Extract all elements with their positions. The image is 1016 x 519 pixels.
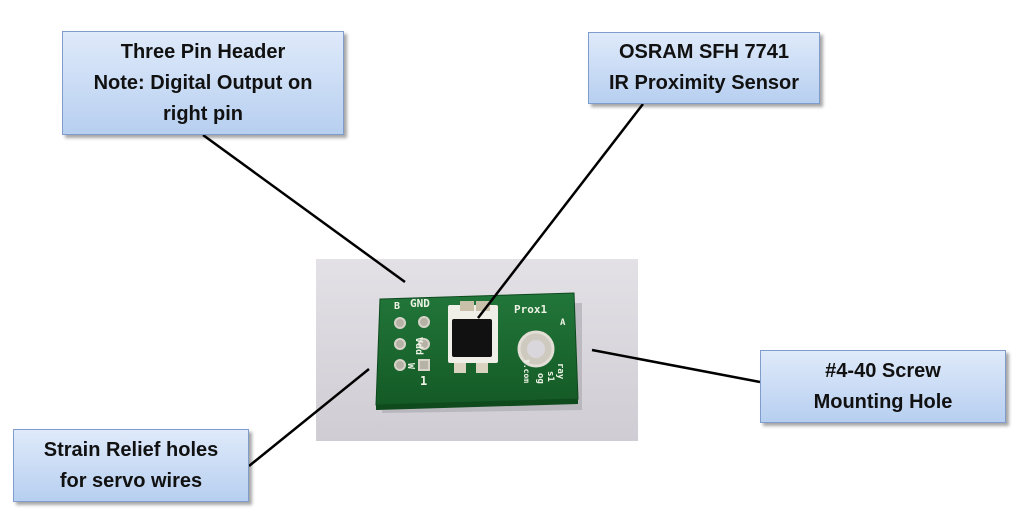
mounting-hole — [517, 330, 555, 368]
silk-og: og — [535, 373, 545, 384]
callout-strain-line-2: for servo wires — [59, 469, 203, 492]
pin-header-holes — [394, 316, 430, 371]
callout-sensor-line-1: OSRAM SFH 7741 — [618, 41, 790, 63]
callout-ir-proximity-sensor: OSRAM SFH 7741 IR Proximity Sensor — [588, 32, 820, 104]
silk-tcom: t.com — [522, 359, 531, 383]
callout-strain-relief-holes: Strain Relief holes for servo wires — [13, 429, 249, 502]
silk-w: W — [405, 363, 416, 370]
callout-screw-line-2: Mounting Hole — [813, 390, 953, 413]
callout-screw-line-1: #4-40 Screw — [825, 359, 941, 382]
callout-strain-line-1: Strain Relief holes — [43, 438, 219, 461]
callout-three-pin-header: Three Pin Header Note: Digital Output on… — [62, 31, 344, 135]
silk-vdd: Vdd — [413, 337, 424, 355]
silk-s1: s1 — [545, 371, 555, 382]
proximity-sensor-chip — [448, 301, 498, 373]
callout-header-line-2: Note: Digital Output on — [93, 71, 313, 94]
silk-gnd: GND — [410, 297, 430, 310]
silk-prox: Prox1 — [514, 303, 547, 316]
silk-a: A — [560, 318, 566, 328]
silk-b: B — [394, 301, 400, 312]
sensor-board-photo: B GND Vdd W 1 Prox1 A ray s1 og t.com — [316, 259, 638, 441]
callout-header-line-3: right pin — [163, 102, 243, 125]
callout-sensor-line-2: IR Proximity Sensor — [608, 72, 800, 94]
callout-header-line-1: Three Pin Header — [120, 40, 286, 63]
silk-ray: ray — [555, 363, 565, 380]
silk-one: 1 — [420, 374, 427, 388]
callout-screw-mounting-hole: #4-40 Screw Mounting Hole — [760, 350, 1006, 423]
